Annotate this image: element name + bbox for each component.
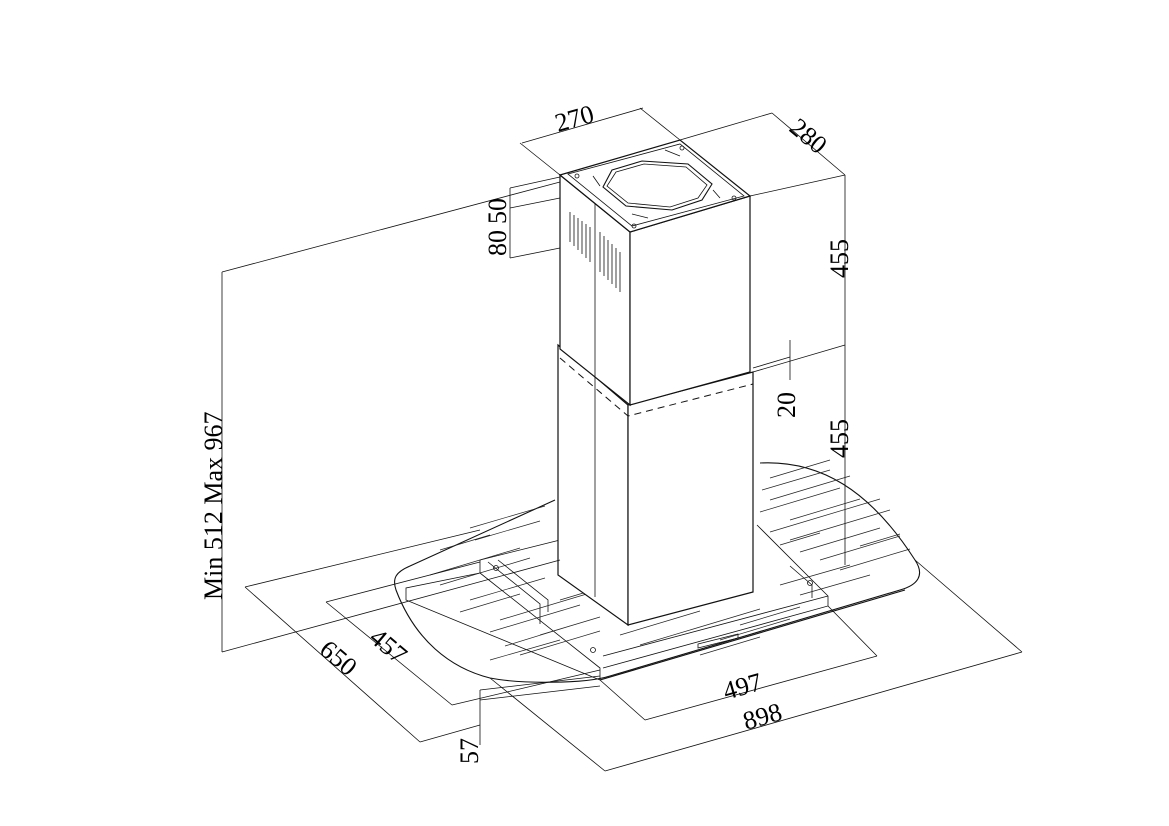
glass-canopy	[393, 462, 920, 683]
dim-lower-height: 455	[825, 419, 854, 458]
glass-hatching	[429, 459, 911, 661]
dimension-lines	[221, 107, 1023, 772]
dimension-labels: 270 280 80 50 455 20 455 Min 512 Max 967…	[199, 99, 854, 764]
dim-overlap: 20	[772, 392, 801, 418]
dim-upper-height: 455	[825, 239, 854, 278]
dim-canopy-width: 898	[740, 697, 785, 736]
dim-top-width: 270	[552, 99, 597, 138]
dim-vent-a: 80	[483, 230, 512, 256]
dim-canopy-depth: 650	[314, 634, 363, 681]
dim-canopy-height: 57	[455, 738, 484, 764]
dim-inner-width: 497	[720, 667, 765, 706]
dim-vent-b: 50	[483, 198, 512, 224]
dim-inner-depth: 457	[364, 622, 413, 669]
dim-height-range: Min 512 Max 967	[199, 412, 228, 601]
dim-top-depth: 280	[784, 112, 833, 159]
chimney	[557, 139, 754, 627]
